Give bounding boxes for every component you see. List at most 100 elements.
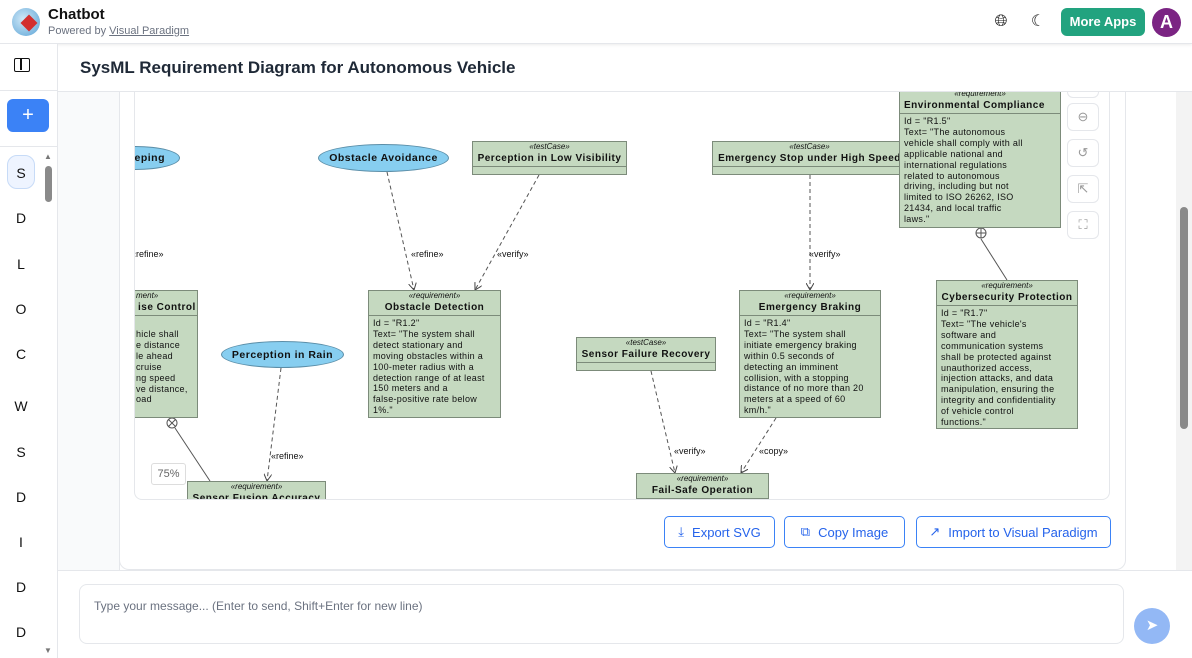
history-item[interactable]: O	[15, 301, 27, 317]
requirement-name: Sensor Fusion Accuracy	[188, 492, 325, 499]
requirement-body: Id = "R1.5" Text= "The autonomous vehicl…	[904, 116, 1023, 225]
requirement-body: Id = "R1.7" Text= "The vehicle's softwar…	[941, 308, 1056, 428]
powered-by: Powered by Visual Paradigm	[48, 25, 189, 37]
page-title: SysML Requirement Diagram for Autonomous…	[58, 44, 1192, 92]
refine-connector	[386, 171, 414, 290]
more-apps-button[interactable]: More Apps	[1061, 8, 1145, 36]
history-item[interactable]: S	[16, 444, 26, 460]
visual-paradigm-logo	[12, 8, 40, 36]
requirement-emergency-braking[interactable]: «requirement» Emergency Braking Id = "R1…	[739, 290, 881, 418]
usecase-obstacle-avoidance[interactable]: Obstacle Avoidance	[318, 144, 449, 172]
stereotype: «testCase»	[529, 142, 570, 151]
divider	[0, 146, 58, 147]
sidebar-toggle-icon[interactable]	[14, 58, 30, 72]
main-scrollbar[interactable]	[1176, 92, 1192, 570]
history-item[interactable]: D	[15, 579, 27, 595]
containment-connector	[980, 238, 1008, 281]
requirement-obstacle-detection[interactable]: «requirement» Obstacle Detection Id = "R…	[368, 290, 501, 418]
import-label: Import to Visual Paradigm	[948, 524, 1098, 540]
requirement-body: Id = "R1.2" Text= "The system shall dete…	[373, 318, 485, 416]
requirement-environmental-compliance[interactable]: «requirement» Environmental Compliance I…	[899, 92, 1061, 228]
history-item[interactable]: L	[17, 256, 25, 272]
stereotype: «requirement»	[981, 281, 1033, 290]
history-item[interactable]: D	[15, 489, 27, 505]
verify-label: «verify»	[674, 446, 706, 456]
export-svg-button[interactable]: ⤓Export SVG	[664, 516, 775, 548]
testcase-emergency-stop[interactable]: «testCase» Emergency Stop under High Spe…	[712, 141, 907, 175]
history-item[interactable]: C	[15, 346, 27, 362]
zoom-in-icon[interactable]: ⊕	[1067, 92, 1099, 98]
stereotype: ment»	[136, 291, 159, 300]
sidebar: + S D L O C W S D I D D ▲ ▼	[0, 44, 58, 658]
scroll-down-arrow[interactable]: ▼	[44, 646, 52, 655]
message-input[interactable]: Type your message... (Enter to send, Shi…	[79, 584, 1124, 644]
moon-icon[interactable]: ☾	[1030, 13, 1046, 30]
export-svg-label: Export SVG	[692, 524, 761, 540]
requirement-cruise-control[interactable]: ment» ise Control hicle shall e distance…	[135, 290, 198, 418]
refine-connector	[267, 367, 282, 481]
copy-label: «copy»	[759, 446, 789, 456]
verify-connector	[650, 370, 675, 473]
history-item[interactable]: D	[15, 624, 27, 640]
copy-image-label: Copy Image	[818, 524, 889, 540]
testcase-sensor-failure[interactable]: «testCase» Sensor Failure Recovery	[576, 337, 716, 371]
stereotype: «testCase»	[789, 142, 830, 151]
history-item[interactable]: I	[19, 534, 23, 550]
history-item[interactable]: S	[7, 155, 35, 189]
zoom-out-icon[interactable]: ⊖	[1067, 103, 1099, 131]
requirement-sensor-fusion-accuracy[interactable]: «requirement» Sensor Fusion Accuracy	[187, 481, 326, 499]
requirement-name: Cybersecurity Protection	[937, 291, 1077, 306]
testcase-name: Sensor Failure Recovery	[577, 348, 715, 363]
usecase-perception-rain[interactable]: Perception in Rain	[221, 341, 344, 368]
containment-connector	[174, 427, 211, 482]
refine-label: «refine»	[271, 451, 304, 461]
app-header: Chatbot Powered by Visual Paradigm 🌐︎ ☾ …	[0, 0, 1192, 44]
reset-icon[interactable]: ↺	[1067, 139, 1099, 167]
diagram-canvas[interactable]: eping Obstacle Avoidance Perception in R…	[134, 92, 1110, 500]
app-title: Chatbot	[48, 6, 105, 23]
new-chat-button[interactable]: +	[7, 99, 49, 132]
testcase-name: Perception in Low Visibility	[473, 152, 626, 167]
copy-image-button[interactable]: ⧉ Copy Image	[784, 516, 905, 548]
requirement-fail-safe-operation[interactable]: «requirement» Fail-Safe Operation	[636, 473, 769, 499]
requirement-name: Obstacle Detection	[369, 301, 500, 316]
requirement-name: Environmental Compliance	[900, 99, 1060, 114]
scroll-up-arrow[interactable]: ▲	[44, 152, 52, 161]
copy-icon: ⧉	[800, 524, 811, 539]
refine-label: «refine»	[411, 249, 444, 259]
requirement-body: Id = "R1.4" Text= "The system shall init…	[744, 318, 864, 416]
fit-icon[interactable]: ⇱	[1067, 175, 1099, 203]
verify-label: «verify»	[809, 249, 841, 259]
requirement-name: ise Control	[135, 301, 197, 316]
scrollbar-thumb[interactable]	[1180, 207, 1188, 429]
connectors	[166, 171, 1008, 500]
stereotype: «requirement»	[784, 291, 836, 300]
import-visual-paradigm-button[interactable]: ↗ Import to Visual Paradigm	[916, 516, 1111, 548]
send-button[interactable]: ➤	[1134, 608, 1170, 644]
copy-connector	[741, 417, 777, 473]
testcase-name: Emergency Stop under High Speed	[713, 152, 906, 167]
requirement-name: Fail-Safe Operation	[637, 484, 768, 499]
avatar[interactable]: A	[1152, 8, 1181, 37]
stereotype: «requirement»	[954, 92, 1006, 98]
stereotype: «requirement»	[676, 474, 729, 483]
stereotype: «testCase»	[625, 338, 667, 347]
chat-gutter	[58, 92, 120, 570]
verify-connector	[475, 174, 540, 290]
stereotype: «requirement»	[408, 291, 461, 300]
requirement-cybersecurity-protection[interactable]: «requirement» Cybersecurity Protection I…	[936, 280, 1078, 429]
send-icon: ➤	[1145, 617, 1159, 634]
stereotype: «requirement»	[230, 482, 283, 491]
verify-label: «verify»	[497, 249, 529, 259]
refine-label: «refine»	[134, 249, 164, 259]
external-link-icon: ↗	[929, 524, 941, 539]
history-item[interactable]: W	[14, 398, 28, 414]
globe-icon[interactable]: 🌐︎	[994, 13, 1008, 30]
sidebar-scrollbar[interactable]	[45, 166, 52, 202]
requirement-body: hicle shall e distance le ahead cruise n…	[136, 329, 188, 405]
history-item[interactable]: D	[15, 210, 27, 226]
testcase-low-visibility[interactable]: «testCase» Perception in Low Visibility	[472, 141, 627, 175]
visual-paradigm-link[interactable]: Visual Paradigm	[109, 25, 190, 37]
divider	[0, 90, 58, 91]
fullscreen-icon[interactable]: ⛶	[1067, 211, 1099, 239]
